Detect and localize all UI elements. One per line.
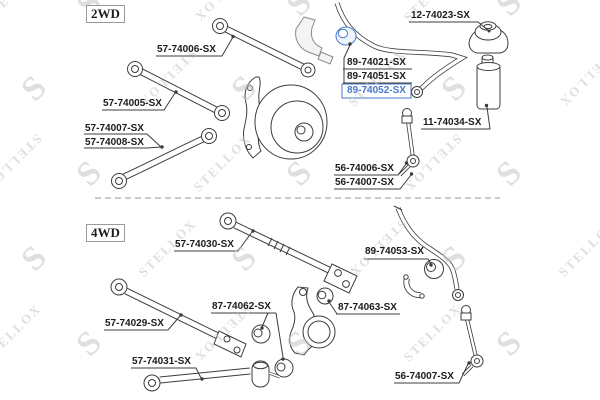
leader-lines <box>84 21 491 384</box>
part-label-57-74005-sx[interactable]: 57-74005-SX <box>103 98 162 109</box>
drawing-sway-bar-4wd <box>393 205 464 301</box>
drawing-lateral-rod-upper <box>212 18 316 78</box>
drawing-stab-link-4wd <box>460 305 484 377</box>
drawing-brake-drum <box>243 76 328 160</box>
drawing-bump-stop <box>476 54 501 110</box>
part-label-57-74029-sx[interactable]: 57-74029-SX <box>105 318 164 329</box>
part-label-89-74053-sx[interactable]: 89-74053-SX <box>365 246 424 257</box>
part-label-89-74052-sx-selected[interactable]: 89-74052-SX <box>347 85 406 96</box>
drawing-stab-link-2wd <box>398 108 420 177</box>
drawing-stab-bracket-2wd <box>295 16 334 65</box>
part-label-89-74051-sx[interactable]: 89-74051-SX <box>347 71 406 82</box>
part-label-56-74007-sx[interactable]: 56-74007-SX <box>335 177 394 188</box>
part-label-89-74021-sx[interactable]: 89-74021-SX <box>347 57 406 68</box>
drawing-bushing-pair <box>251 324 294 378</box>
part-label-87-74062-sx[interactable]: 87-74062-SX <box>212 301 271 312</box>
drawing-adjustable-rod <box>219 212 358 294</box>
drawing-fork-rod <box>110 278 247 358</box>
part-label-57-74031-sx[interactable]: 57-74031-SX <box>132 356 191 367</box>
drawing-stab-bushing-highlighted[interactable] <box>335 26 357 46</box>
selected-part-box <box>341 83 412 99</box>
part-label-57-74030-sx[interactable]: 57-74030-SX <box>175 239 234 250</box>
drawing-curved-arm <box>111 128 217 189</box>
drawing-lower-arm <box>143 360 281 392</box>
part-label-57-74007-sx[interactable]: 57-74007-SX <box>85 123 144 134</box>
drawing-lateral-rod-mid <box>127 61 230 121</box>
section-label-4wd: 4WD <box>86 224 125 242</box>
part-label-57-74008-sx[interactable]: 57-74008-SX <box>85 137 144 148</box>
part-label-56-74007-sx-4wd[interactable]: 56-74007-SX <box>395 371 454 382</box>
drawing-knuckle-4wd <box>289 286 336 356</box>
part-label-56-74006-sx[interactable]: 56-74006-SX <box>335 163 394 174</box>
section-label-2wd: 2WD <box>86 5 125 23</box>
leader-dots <box>160 29 491 381</box>
drawing-strut-mount <box>468 21 509 54</box>
part-label-57-74006-sx[interactable]: 57-74006-SX <box>157 44 216 55</box>
part-label-12-74023-sx[interactable]: 12-74023-SX <box>411 10 470 21</box>
drawing-knuckle-bushing <box>316 287 334 305</box>
drawing-stab-bushing-4wd <box>403 259 444 299</box>
part-label-87-74063-sx[interactable]: 87-74063-SX <box>338 302 397 313</box>
part-label-11-74034-sx[interactable]: 11-74034-SX <box>423 117 482 128</box>
